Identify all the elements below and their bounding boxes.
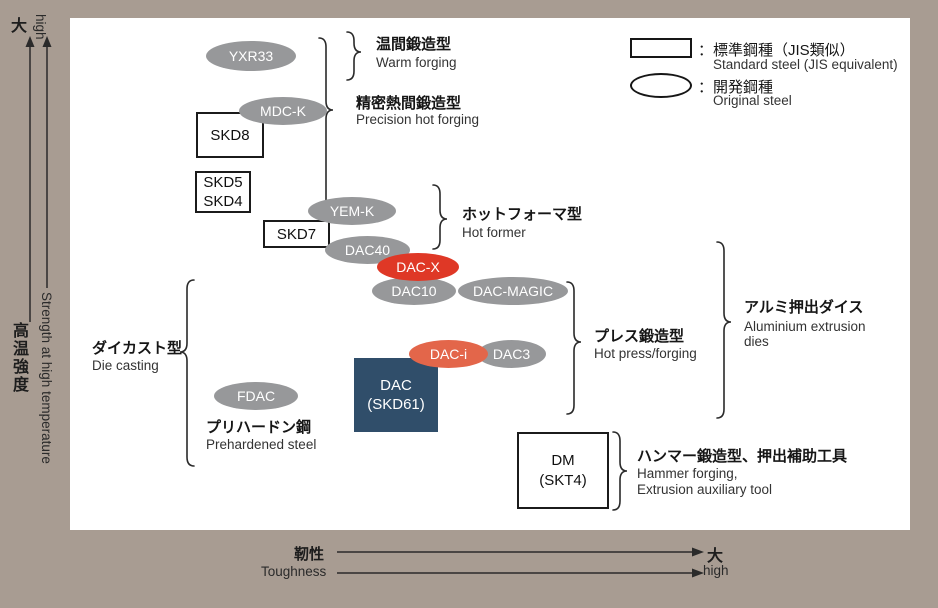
x-axis-arrow-jp (337, 547, 704, 557)
label-precision-hot-forging-jp: 精密熱間鍛造型 (356, 95, 462, 112)
label-hammer-forging-en-line1: Hammer forging, (637, 466, 738, 481)
node-dac-i: DAC-i (409, 340, 488, 368)
node-dac-sub-label: (SKD61) (367, 396, 425, 413)
node-skd7-label: SKD7 (276, 225, 317, 243)
y-axis-arrow-jp (25, 36, 35, 322)
y-axis-label-en: Strength at high temperature (39, 292, 54, 464)
label-aluminium-extrusion-en-line2: dies (744, 334, 769, 349)
label-die-casting-en: Die casting (92, 358, 159, 373)
label-precision-hot-forging-en: Precision hot forging (356, 112, 480, 127)
node-dm-label: DM (551, 452, 575, 469)
node-dm-skt4: DM (SKT4) (517, 432, 609, 509)
node-fdac: FDAC (214, 382, 298, 410)
node-yem-k: YEM-K (308, 197, 396, 225)
node-dac-label: DAC (380, 376, 412, 394)
plot-panel (70, 18, 910, 530)
legend-original-label-en: Original steel (713, 93, 792, 108)
node-dm-sub-label: (SKT4) (539, 471, 587, 489)
node-dac-skd61: DAC (SKD61) (354, 358, 438, 432)
node-skd8-label: SKD8 (210, 126, 250, 144)
node-skd8: SKD8 (196, 112, 264, 158)
node-dac3: DAC3 (477, 340, 546, 368)
brace-hot-former (431, 183, 449, 256)
label-hot-press-forging-jp: プレス鍛造型 (594, 328, 685, 345)
node-skd5-skd4: SKD5 SKD4 (195, 171, 251, 213)
x-axis-max-jp: 大 (707, 548, 724, 565)
label-aluminium-extrusion-en-line1: Aluminium extrusion (744, 319, 866, 334)
label-hammer-forging-en-line2: Extrusion auxiliary tool (637, 482, 773, 497)
node-dac-x: DAC-X (377, 253, 459, 281)
label-warm-forging-jp: 温間鍛造型 (376, 36, 452, 53)
label-prehardened-steel-jp: プリハードン鋼 (206, 419, 312, 436)
x-axis-max-en: high (703, 563, 729, 578)
brace-die-casting (178, 278, 196, 473)
node-yxr33: YXR33 (206, 41, 296, 71)
label-hot-press-forging-en: Hot press/forging (594, 346, 697, 361)
x-axis-label-en: Toughness (261, 564, 327, 579)
brace-aluminium-extrusion (715, 240, 733, 425)
label-hot-former-jp: ホットフォーマ型 (462, 206, 583, 223)
y-axis-max-jp: 大 (11, 18, 28, 35)
legend-standard-swatch (630, 38, 692, 58)
label-die-casting-jp: ダイカスト型 (92, 340, 183, 357)
legend-original-swatch (630, 73, 692, 98)
y-axis-label-jp: 高温強度 (10, 322, 27, 394)
y-axis-max-en: high (33, 14, 48, 40)
brace-hammer-forging (611, 430, 629, 517)
node-dac-magic: DAC-MAGIC (458, 277, 568, 305)
node-dac10: DAC10 (372, 277, 456, 305)
legend-standard-label-en: Standard steel (JIS equivalent) (713, 57, 898, 72)
y-axis-arrow-en (42, 36, 52, 288)
label-aluminium-extrusion-jp: アルミ押出ダイス (744, 299, 864, 316)
legend-original-label-jp: ：開発鋼種 (698, 79, 774, 96)
label-hammer-forging-jp: ハンマー鍛造型、押出補助工具 (637, 448, 848, 465)
x-axis-label-jp: 靭性 (294, 546, 325, 563)
brace-hot-press-forging (565, 280, 583, 421)
node-skd7: SKD7 (263, 220, 330, 248)
x-axis-arrow-en (337, 568, 704, 578)
label-warm-forging-en: Warm forging (376, 55, 457, 70)
label-hot-former-en: Hot former (462, 225, 526, 240)
node-skd5-label: SKD5 (203, 173, 243, 191)
brace-warm-forging (345, 30, 363, 87)
legend-standard-label-jp: ：標準鋼種（JIS類似） (698, 42, 855, 59)
node-skd4-label: SKD4 (203, 193, 243, 210)
node-mdc-k: MDC-K (239, 97, 327, 125)
label-prehardened-steel-en: Prehardened steel (206, 437, 317, 452)
